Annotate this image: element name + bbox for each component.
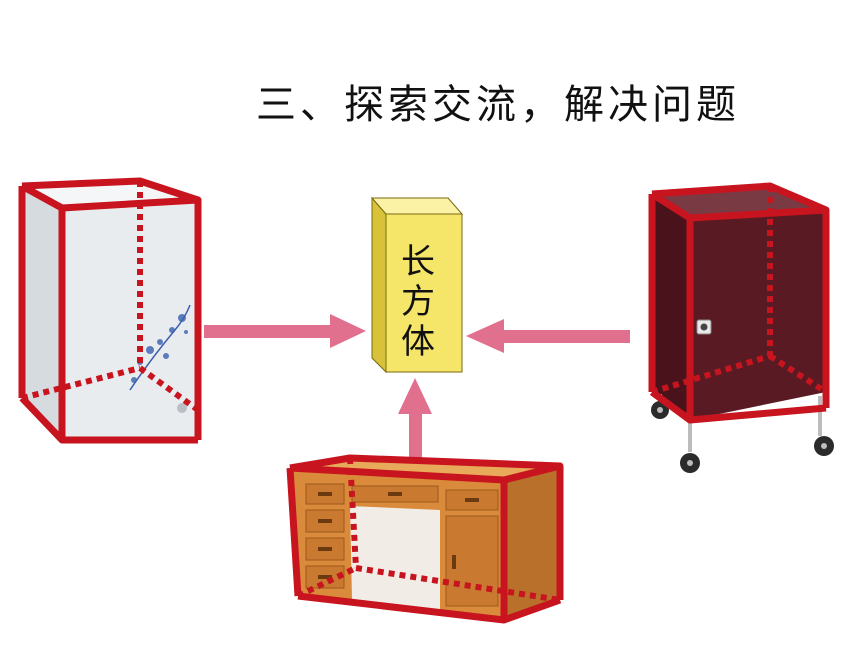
- cuboid-label-char: 方: [401, 282, 435, 322]
- slide-title: 三、探索交流，解决问题: [256, 82, 740, 128]
- desk-icon: [286, 454, 564, 624]
- arrow-left-to-box: [204, 314, 366, 348]
- cuboid-label-char: 体: [401, 322, 435, 362]
- cuboid-icon: [370, 196, 464, 374]
- cuboid-label: 长 方 体: [400, 242, 436, 362]
- cuboid-label-char: 长: [401, 242, 435, 282]
- arrow-right-to-box: [466, 319, 630, 353]
- cabinet-icon: [648, 182, 834, 473]
- fridge-icon: [18, 177, 202, 444]
